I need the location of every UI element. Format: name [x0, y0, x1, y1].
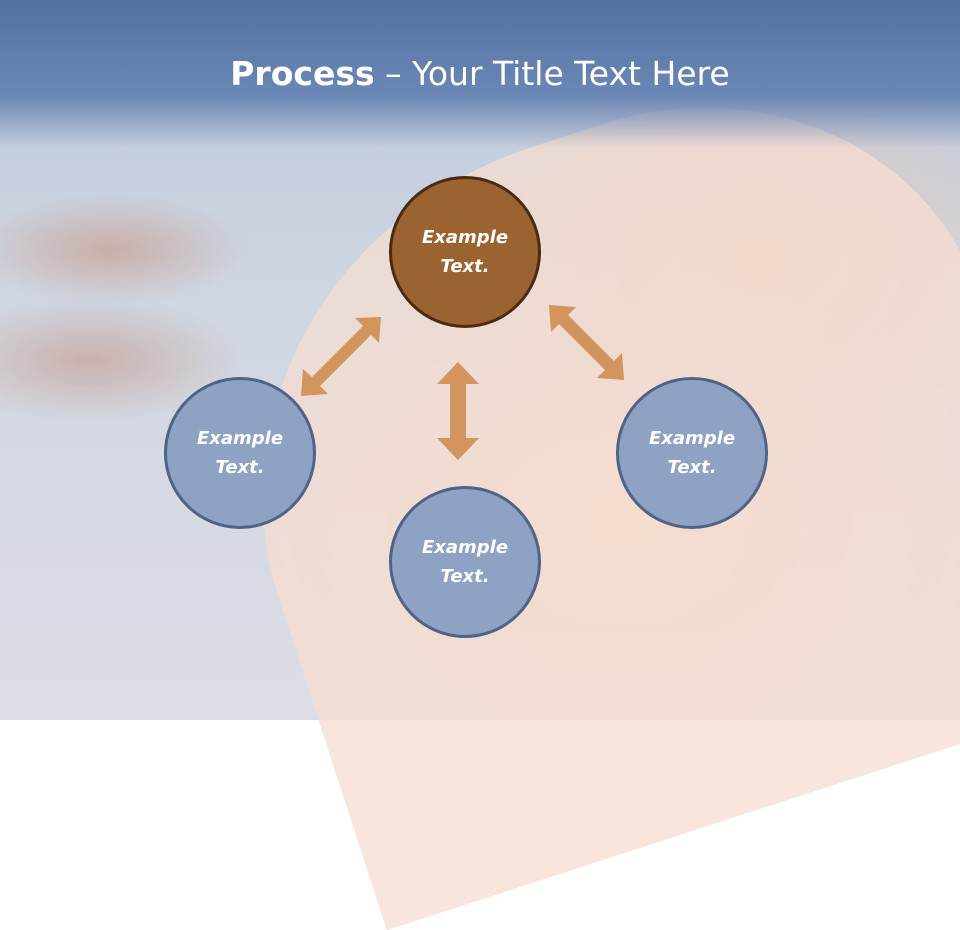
- node-right-line2: Text.: [667, 457, 717, 478]
- process-node-bottom[interactable]: Example Text.: [389, 486, 541, 638]
- node-left-line1: Example: [196, 428, 284, 449]
- slide-title[interactable]: Process – Your Title Text Here: [0, 52, 960, 96]
- node-left-line2: Text.: [215, 457, 265, 478]
- node-top-line2: Text.: [440, 256, 490, 277]
- process-node-right[interactable]: Example Text.: [616, 377, 768, 529]
- title-bold: Process: [230, 54, 375, 93]
- title-band: [0, 0, 960, 148]
- process-node-left[interactable]: Example Text.: [164, 377, 316, 529]
- node-bottom-line1: Example: [421, 537, 509, 558]
- title-rest: – Your Title Text Here: [374, 54, 730, 93]
- double-arrow-left: [301, 317, 381, 396]
- node-top-line1: Example: [421, 227, 509, 248]
- node-right-line1: Example: [648, 428, 736, 449]
- process-node-top[interactable]: Example Text.: [389, 176, 541, 328]
- arrows-layer: [301, 305, 624, 460]
- double-arrow-center: [437, 362, 479, 460]
- double-arrow-right: [549, 305, 624, 380]
- node-bottom-line2: Text.: [440, 566, 490, 587]
